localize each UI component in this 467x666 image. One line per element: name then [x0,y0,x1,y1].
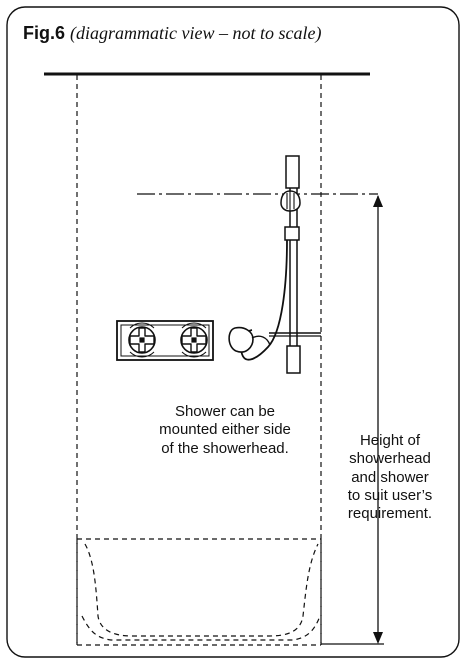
handset-body [228,326,254,353]
wall-bracket-bottom [286,345,301,374]
bathtub-base-curve [81,615,321,641]
handset-link [251,335,271,346]
figure-note: (diagrammatic view – not to scale) [70,23,322,43]
bathtub-outline [76,538,322,646]
height-arrow-up-icon [373,195,383,207]
slider-clamp [284,226,300,241]
figure-title: Fig.6 (diagrammatic view – not to scale) [23,24,322,42]
figure-number: Fig.6 [23,23,66,43]
shower-mounting-note: Shower can be mounted either side of the… [159,403,291,457]
height-requirement-note: Height of showerhead and shower to suit … [347,432,433,523]
outer-frame [6,6,460,658]
wall-bracket-top [285,155,300,189]
height-arrow-down-icon [373,632,383,644]
bathtub-inner-curve [84,543,319,637]
